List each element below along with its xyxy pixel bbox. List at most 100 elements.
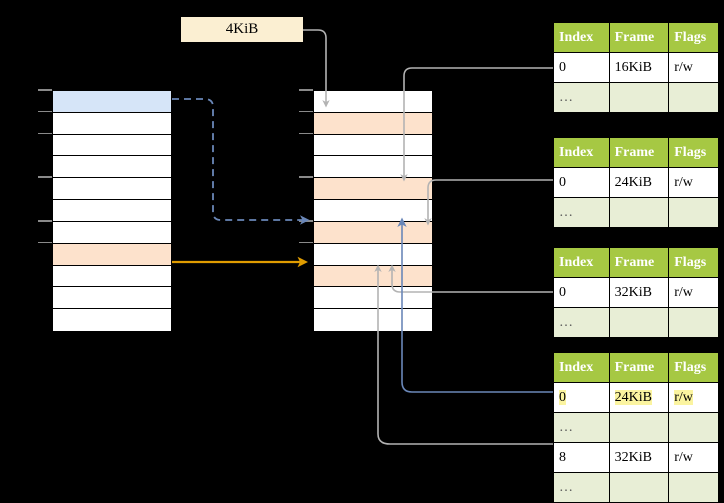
- virtual-page-tick-2: [38, 132, 52, 135]
- connector-virtual-page-dashed: [172, 98, 310, 225]
- physical-frame-row-3: [314, 156, 432, 179]
- physical-memory-column: [313, 90, 433, 331]
- page-table-1-cell-flags: r/w: [668, 52, 719, 83]
- page-table-1-row[interactable]: …: [553, 82, 719, 113]
- virtual-page-row-5: [53, 200, 171, 222]
- physical-frame-row-4: [314, 178, 432, 201]
- page-table-3-header-index: Index: [553, 247, 610, 278]
- physical-frame-row-1: [314, 112, 432, 135]
- virtual-page-row-1: [53, 112, 171, 135]
- size-label-text: 4KiB: [225, 21, 259, 37]
- virtual-page-row-6: [53, 221, 171, 244]
- page-table-1-header-index: Index: [553, 22, 610, 53]
- physical-frame-tick-4: [299, 176, 313, 178]
- page-table-4-cell-index: …: [553, 472, 610, 503]
- highlighted-value: r/w: [674, 389, 693, 405]
- highlighted-value: 0: [559, 389, 566, 405]
- virtual-page-row-4: [53, 178, 171, 201]
- virtual-page-tick-4: [38, 176, 52, 178]
- virtual-page-row-2: [53, 134, 171, 157]
- page-table-4-cell-index: …: [553, 412, 610, 443]
- virtual-address-space-column: [52, 90, 172, 331]
- diagram-canvas: 4KiB: [38, 17, 719, 503]
- page-table-4-cell-flags: [668, 412, 719, 443]
- page-table-2-header-index: Index: [553, 137, 610, 168]
- physical-frame-tick-2: [299, 132, 313, 135]
- virtual-page-row-0: [53, 91, 171, 113]
- page-table-2-cell-flags: r/w: [668, 167, 719, 198]
- physical-frame-tick-6: [299, 219, 313, 222]
- page-table-4-header-index: Index: [553, 352, 610, 383]
- page-table-2-cell-index: …: [553, 197, 610, 228]
- virtual-page-row-10: [53, 309, 171, 331]
- page-table-3-cell-index: …: [553, 307, 610, 338]
- virtual-page-tick-7: [38, 241, 52, 244]
- page-table-4-cell-index: 0: [553, 382, 610, 413]
- connector-pt2-to-frame: [424, 179, 553, 226]
- page-table-1-cell-index: 0: [553, 52, 610, 83]
- physical-frame-row-10: [314, 309, 432, 331]
- physical-frame-row-9: [314, 287, 432, 310]
- page-table-1-header-flags: Flags: [668, 22, 719, 53]
- page-table-2-cell-frame: [608, 197, 670, 228]
- page-table-4-cell-frame: 24KiB: [608, 382, 670, 413]
- page-table-4-cell-flags: r/w: [668, 382, 719, 413]
- page-table-4-header-flags: Flags: [668, 352, 719, 383]
- size-label-4kib: 4KiB: [181, 17, 303, 42]
- virtual-page-row-3: [53, 156, 171, 179]
- physical-frame-row-0: [314, 91, 432, 113]
- physical-frame-row-8: [314, 265, 432, 288]
- physical-frame-tick-0: [299, 89, 313, 91]
- page-table-3-cell-index: 0: [553, 277, 610, 308]
- page-table-2-cell-flags: [668, 197, 719, 228]
- virtual-page-tick-0: [38, 89, 52, 91]
- page-table-1-cell-flags: [668, 82, 719, 113]
- virtual-page-row-9: [53, 287, 171, 310]
- page-table-1-cell-index: …: [553, 82, 610, 113]
- page-table-3-header-frame: Frame: [608, 247, 670, 278]
- page-table-4-row[interactable]: …: [553, 412, 719, 443]
- page-table-2-cell-index: 0: [553, 167, 610, 198]
- page-table-1-cell-frame: [608, 82, 670, 113]
- virtual-page-row-7: [53, 243, 171, 266]
- page-table-3-header-flags: Flags: [668, 247, 719, 278]
- highlighted-value: 24KiB: [614, 389, 652, 405]
- page-table-4-row[interactable]: …: [553, 472, 719, 503]
- page-table-1-cell-frame: 16KiB: [608, 52, 670, 83]
- page-table-4-cell-index: 8: [553, 442, 610, 473]
- physical-frame-row-2: [314, 134, 432, 157]
- page-table-3-cell-frame: [608, 307, 670, 338]
- page-table-2-cell-frame: 24KiB: [608, 167, 670, 198]
- page-table-2-header-flags: Flags: [668, 137, 719, 168]
- page-table-4-cell-frame: 32KiB: [608, 442, 670, 473]
- virtual-page-tick-1: [38, 110, 52, 113]
- page-table-3-cell-flags: [668, 307, 719, 338]
- physical-frame-row-7: [314, 243, 432, 266]
- page-table-3-cell-flags: r/w: [668, 277, 719, 308]
- physical-frame-tick-7: [299, 241, 313, 244]
- page-table-4-header-frame: Frame: [608, 352, 670, 383]
- page-table-4-cell-frame: [608, 472, 670, 503]
- page-table-4-cell-flags: r/w: [668, 442, 719, 473]
- page-table-1-header-frame: Frame: [608, 22, 670, 53]
- page-table-4-cell-frame: [608, 412, 670, 443]
- page-table-4-row[interactable]: 0 24KiB r/w: [553, 382, 719, 413]
- physical-frame-row-6: [314, 221, 432, 244]
- page-table-3-row[interactable]: …: [553, 307, 719, 338]
- page-table-3-cell-frame: 32KiB: [608, 277, 670, 308]
- virtual-page-tick-6: [38, 219, 52, 222]
- page-table-2-header-frame: Frame: [608, 137, 670, 168]
- virtual-page-row-8: [53, 265, 171, 288]
- page-table-2-row[interactable]: …: [553, 197, 719, 228]
- physical-frame-row-5: [314, 200, 432, 222]
- page-table-4-cell-flags: [668, 472, 719, 503]
- physical-frame-tick-1: [299, 110, 313, 113]
